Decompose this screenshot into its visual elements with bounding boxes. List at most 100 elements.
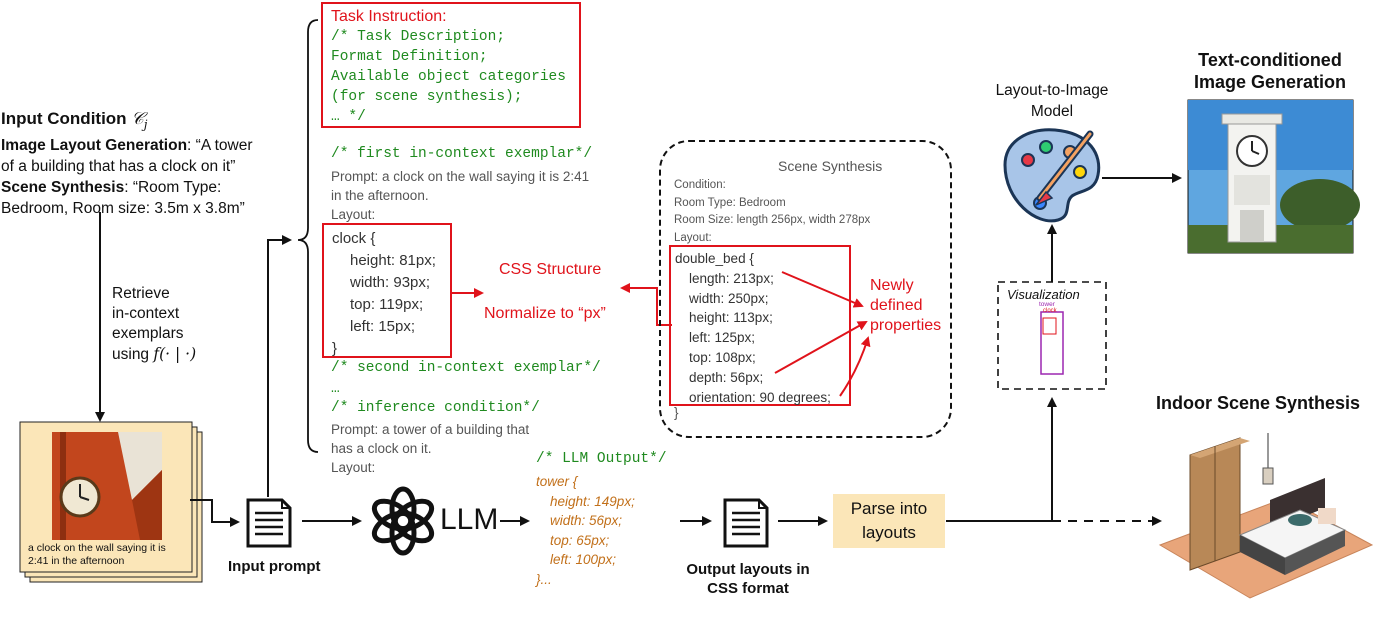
input-condition: Input Condition 𝒞j Image Layout Generati… (1, 108, 261, 219)
task-instruction-title: Task Instruction: (331, 8, 447, 25)
image-layout-text: : “A tower (187, 137, 253, 155)
tower-left: left: 100px; (550, 552, 617, 567)
scene-synthesis-text-2: Bedroom, Room size: 3.5m x 3.8m” (1, 200, 245, 218)
output-layouts-label: Output layouts in CSS format (678, 560, 818, 598)
length-to-newly-arrow (781, 271, 864, 308)
scene-synthesis-text: : “Room Type: (124, 179, 222, 197)
scene-synthesis-title: Scene Synthesis (778, 158, 883, 174)
prompt-2-line-1: Prompt: a tower of a building that (331, 422, 530, 437)
image-layout-text-2: of a building that has a clock on it” (1, 158, 236, 176)
text-conditioned-title: Text-conditioned Image Generation (1180, 49, 1360, 93)
llm-output-css: tower { height: 149px; width: 56px; top:… (536, 472, 635, 589)
bed-to-normalize-arrow (620, 283, 672, 326)
normalize-label: Normalize to “px” (484, 305, 606, 322)
prompt-1-line-1: Prompt: a clock on the wall saying it is… (331, 169, 590, 184)
bed-length: length: 213px; (689, 270, 774, 286)
parse-line-1: Parse into (850, 499, 928, 518)
indoor-scene-title: Indoor Scene Synthesis (1156, 393, 1361, 413)
first-exemplar-prompt: Prompt: a clock on the wall saying it is… (331, 167, 589, 224)
text-conditioned-line-2: Image Generation (1193, 72, 1347, 92)
scene-synthesis-box (659, 140, 952, 438)
image-layout-label: Image Layout Generation (1, 137, 188, 155)
prompt-to-brace-arrow (267, 235, 292, 497)
second-exemplar-comment: /* second in-context exemplar*/ (331, 360, 601, 376)
css-structure-label: CSS Structure (499, 261, 602, 278)
retrieve-line-2: in-context (112, 305, 180, 322)
vis-clock-label: clock (1043, 308, 1057, 314)
input-condition-title-text: Input Condition (1, 109, 132, 128)
condition-symbol: 𝒞 (131, 109, 144, 129)
bedroom-render (1158, 433, 1374, 599)
layout-to-image-line-2: Model (1030, 103, 1074, 120)
bed-orientation: orientation: 90 degrees; (689, 389, 831, 405)
openai-logo-icon (371, 486, 435, 556)
clock-css-box: clock { height: 81px; width: 93px; top: … (322, 223, 452, 358)
tower-height: height: 149px; (550, 493, 635, 509)
layout-1-label: Layout: (331, 207, 376, 222)
input-condition-title: Input Condition 𝒞j (1, 108, 261, 135)
layout-to-image-line-1: Layout-to-Image (995, 82, 1109, 99)
vis-clock-rect (1042, 317, 1057, 335)
bed-close: } (674, 405, 679, 420)
palette-icon (1003, 128, 1101, 223)
output-layouts-line-2: CSS format (707, 580, 789, 597)
scene-room-type: Room Type: Bedroom (674, 196, 786, 209)
scene-room-size: Room Size: length 256px, width 278px (674, 214, 871, 226)
task-description-line: /* Task Description; (331, 29, 506, 45)
bed-top: top: 108px; (689, 349, 756, 365)
task-comment-end-line: … */ (331, 109, 366, 125)
scene-synthesis-note-line: (for scene synthesis); (331, 89, 523, 105)
tower-open: tower { (536, 474, 578, 489)
parse-to-visualization-arrow (946, 397, 1057, 522)
object-categories-line: Available object categories (331, 69, 566, 85)
retrieve-text: Retrieve in-context exemplars using f(· … (112, 284, 196, 365)
newly-line-2: defined (870, 297, 923, 314)
scene-condition-block: Condition: Room Type: Bedroom Room Size:… (674, 177, 870, 247)
task-instruction-box: Task Instruction: /* Task Description; F… (321, 2, 581, 128)
scene-layout-label: Layout: (674, 231, 712, 244)
retrieve-formula: f(· | ·) (153, 345, 197, 363)
photo-to-prompt-arrow (190, 499, 240, 527)
inference-comment: /* inference condition*/ (331, 400, 540, 416)
tower-close: }... (536, 571, 552, 587)
output-document-icon (723, 498, 769, 548)
document-icon (246, 498, 292, 548)
newly-defined-label: Newly defined properties (870, 276, 941, 336)
input-prompt-label: Input prompt (228, 558, 321, 575)
format-definition-line: Format Definition; (331, 49, 488, 65)
scene-synthesis-label: Scene Synthesis (1, 179, 125, 197)
clock-top: top: 119px; (350, 296, 424, 313)
bed-height: height: 113px; (689, 310, 773, 326)
clock-width: width: 93px; (350, 274, 431, 291)
bed-left: left: 125px; (689, 330, 756, 346)
llm-label: LLM (440, 503, 499, 536)
parse-line-2: layouts (862, 523, 916, 542)
generated-tower-image (1187, 99, 1360, 254)
scene-condition-label: Condition: (674, 179, 726, 191)
inference-prompt: Prompt: a tower of a building that has a… (331, 420, 529, 477)
clock-close: } (332, 340, 338, 357)
retrieve-line-1: Retrieve (112, 285, 170, 302)
newly-line-1: Newly (870, 277, 914, 294)
parse-into-layouts-box: Parse into layouts (833, 494, 945, 548)
double-bed-css-box: double_bed { length: 213px; width: 250px… (669, 245, 851, 406)
clock-left: left: 15px; (350, 318, 416, 335)
tower-width: width: 56px; (550, 513, 623, 528)
tower-top: top: 65px; (550, 532, 610, 548)
visualization-title: Visualization (1007, 287, 1080, 302)
condition-subscript: j (143, 117, 148, 132)
llm-output-comment: /* LLM Output*/ (536, 451, 667, 467)
prompt-2-line-2: has a clock on it. (331, 441, 432, 456)
retrieve-using: using (112, 346, 154, 363)
prompt-brace (297, 19, 319, 453)
bed-open: double_bed { (675, 251, 754, 266)
output-layouts-line-1: Output layouts in (686, 561, 810, 578)
bed-width: width: 250px; (689, 290, 769, 306)
clock-tower-photo (52, 432, 162, 540)
clock-open: clock { (332, 230, 376, 247)
prompt-1-line-2: in the afternoon. (331, 188, 429, 203)
layout-to-image-label: Layout-to-Image Model (982, 80, 1122, 122)
photo-caption: a clock on the wall saying it is 2:41 in… (28, 542, 166, 567)
first-exemplar-comment: /* first in-context exemplar*/ (331, 146, 593, 162)
